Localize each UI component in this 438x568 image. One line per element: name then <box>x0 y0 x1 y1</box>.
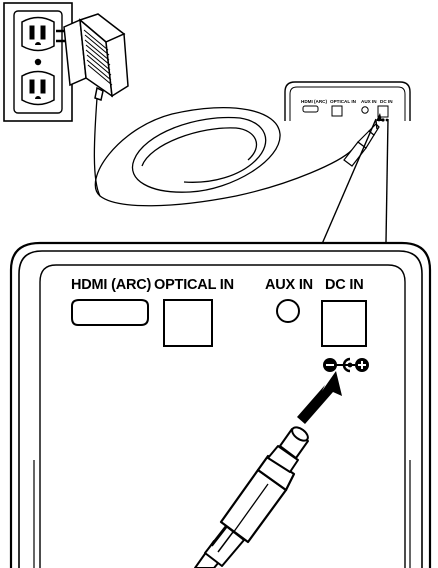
small-optical-label: OPTICAL IN <box>330 99 357 104</box>
small-aux-label: AUX IN <box>361 99 377 104</box>
aux-label: AUX IN <box>265 277 313 293</box>
insert-arrow-icon <box>297 371 342 424</box>
dc-in-port <box>321 300 367 347</box>
aux-jack <box>276 299 300 323</box>
hdmi-port <box>71 299 149 326</box>
optical-port <box>163 299 213 347</box>
power-adapter-icon <box>56 13 129 101</box>
small-dc-plug <box>343 113 382 167</box>
dc-plug-icon <box>194 426 309 568</box>
wall-outlet-icon <box>3 2 73 122</box>
small-hdmi-label: HDMI (ARC) <box>301 99 327 104</box>
enlarged-rear-panel: HDMI (ARC) OPTICAL IN AUX IN DC IN <box>9 241 432 568</box>
small-rear-panel: HDMI (ARC) OPTICAL IN AUX IN DC IN <box>284 81 411 122</box>
power-cable <box>93 97 353 207</box>
polarity-symbol-icon <box>323 357 369 373</box>
hdmi-label: HDMI (ARC) <box>71 277 152 293</box>
small-dc-label: DC IN <box>380 99 393 104</box>
optical-label: OPTICAL IN <box>154 277 234 293</box>
dc-label: DC IN <box>325 277 363 293</box>
callout-lines <box>321 118 389 245</box>
